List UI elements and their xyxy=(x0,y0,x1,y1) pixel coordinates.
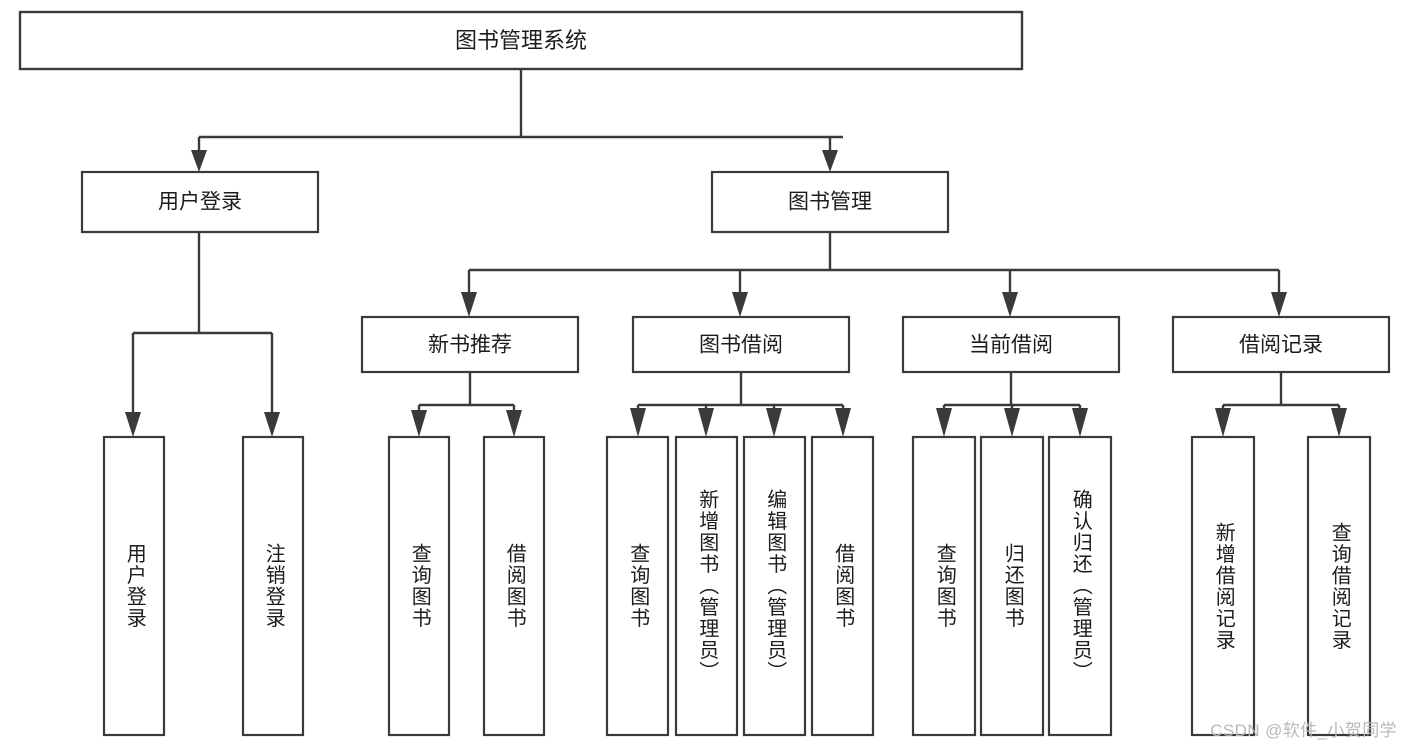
node-new-book-recommend-label: 新书推荐 xyxy=(428,334,512,357)
connector-book-manage-to-level3 xyxy=(461,232,1287,317)
node-leaf-edit-book-box xyxy=(742,435,807,737)
arrow-head-current-borrow xyxy=(1002,292,1018,317)
node-leaf-query-book-1-box xyxy=(387,435,451,737)
node-new-book-recommend[interactable]: 新书推荐 xyxy=(360,315,580,374)
arrow-head-borrow-record xyxy=(1271,292,1287,317)
node-book-borrow-box xyxy=(631,315,851,374)
node-borrow-record-box xyxy=(1171,315,1391,374)
arrow-head-leaf-logout xyxy=(264,412,280,437)
node-book-borrow[interactable]: 图书借阅 xyxy=(631,315,851,374)
arrow-head-user-login xyxy=(191,150,207,172)
arrow-head-leaf-add-book xyxy=(698,408,714,437)
node-root[interactable]: 图书管理系统 xyxy=(18,10,1024,71)
connector-user-login-to-leaves xyxy=(125,232,280,437)
node-leaf-logout-box xyxy=(241,435,305,737)
arrow-head-leaf-query-book-3 xyxy=(936,408,952,437)
node-leaf-query-record-box xyxy=(1306,435,1372,737)
node-user-login[interactable]: 用户登录 xyxy=(80,170,320,234)
arrow-head-leaf-edit-book xyxy=(766,408,782,437)
node-leaf-query-book-3[interactable] xyxy=(911,435,977,737)
node-leaf-logout[interactable] xyxy=(241,435,305,737)
node-leaf-query-book-2-box xyxy=(605,435,670,737)
csdn-watermark: CSDN @软件_小贺同学 xyxy=(1210,721,1397,740)
node-leaf-confirm-return[interactable] xyxy=(1047,435,1113,737)
arrow-head-leaf-query-book-1 xyxy=(411,410,427,437)
node-leaf-user-login[interactable] xyxy=(102,435,166,737)
arrow-head-leaf-query-book-2 xyxy=(630,408,646,437)
node-root-box xyxy=(18,10,1024,71)
arrow-head-new-book-recommend xyxy=(461,292,477,317)
arrow-head-leaf-add-record xyxy=(1215,408,1231,437)
node-book-manage-box xyxy=(710,170,950,234)
node-leaf-borrow-book-1-box xyxy=(482,435,546,737)
node-new-book-recommend-box xyxy=(360,315,580,374)
node-leaf-add-book[interactable] xyxy=(674,435,739,737)
node-leaf-borrow-book-1[interactable] xyxy=(482,435,546,737)
node-leaf-borrow-book-2-box xyxy=(810,435,875,737)
node-leaf-borrow-book-2[interactable] xyxy=(810,435,875,737)
node-leaf-query-book-2[interactable] xyxy=(605,435,670,737)
arrow-head-leaf-confirm-return xyxy=(1072,408,1088,437)
node-book-borrow-label: 图书借阅 xyxy=(699,334,783,357)
node-leaf-query-record[interactable] xyxy=(1306,435,1372,737)
arrow-head-leaf-borrow-book-2 xyxy=(835,408,851,437)
arrow-head-leaf-user-login xyxy=(125,412,141,437)
connector-borrow-record-to-leaves xyxy=(1215,372,1347,437)
node-leaf-add-book-box xyxy=(674,435,739,737)
node-leaf-add-record[interactable] xyxy=(1190,435,1256,737)
node-leaf-return-book[interactable] xyxy=(979,435,1045,737)
arrow-head-leaf-borrow-book-1 xyxy=(506,410,522,437)
node-leaf-edit-book[interactable] xyxy=(742,435,807,737)
node-book-manage-label: 图书管理 xyxy=(788,191,872,214)
node-leaf-add-record-box xyxy=(1190,435,1256,737)
connector-book-borrow-to-leaves xyxy=(630,372,851,437)
arrow-head-leaf-return-book xyxy=(1004,408,1020,437)
node-user-login-box xyxy=(80,170,320,234)
node-borrow-record-label: 借阅记录 xyxy=(1239,334,1323,357)
node-root-label: 图书管理系统 xyxy=(455,28,587,53)
connector-root-to-level2 xyxy=(191,69,843,172)
connector-current-borrow-to-leaves xyxy=(936,372,1088,437)
node-leaf-query-book-3-box xyxy=(911,435,977,737)
node-leaf-return-book-box xyxy=(979,435,1045,737)
node-user-login-label: 用户登录 xyxy=(158,191,242,214)
connector-new-book-recommend-to-leaves xyxy=(411,372,522,437)
node-leaf-query-book-1[interactable] xyxy=(387,435,451,737)
arrow-head-leaf-query-record xyxy=(1331,408,1347,437)
node-book-manage[interactable]: 图书管理 xyxy=(710,170,950,234)
node-leaf-user-login-box xyxy=(102,435,166,737)
node-current-borrow[interactable]: 当前借阅 xyxy=(901,315,1121,374)
node-leaf-confirm-return-box xyxy=(1047,435,1113,737)
arrow-head-book-borrow xyxy=(732,292,748,317)
node-borrow-record[interactable]: 借阅记录 xyxy=(1171,315,1391,374)
arrow-head-book-manage xyxy=(822,150,838,172)
node-current-borrow-box xyxy=(901,315,1121,374)
node-current-borrow-label: 当前借阅 xyxy=(969,334,1053,357)
